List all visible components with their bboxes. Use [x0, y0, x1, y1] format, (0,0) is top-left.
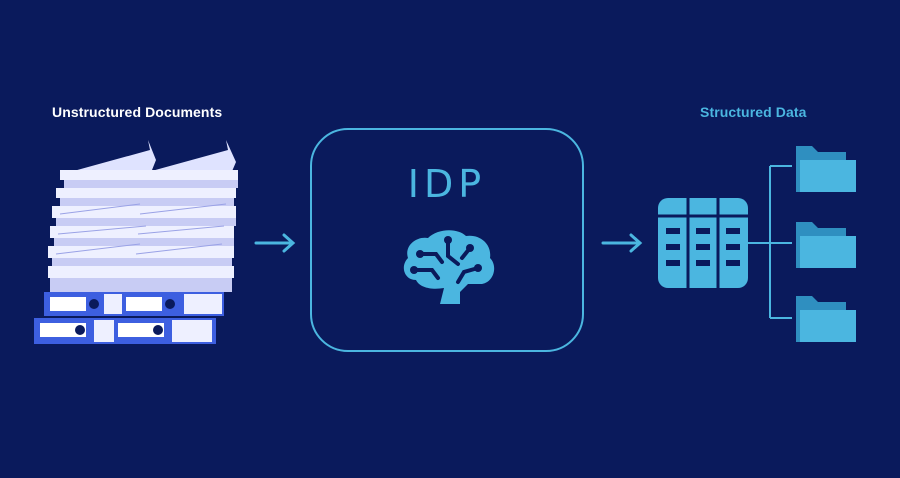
binder-icon: [44, 292, 224, 316]
unstructured-documents-label: Unstructured Documents: [52, 104, 223, 120]
folder-icon: [796, 222, 856, 268]
idp-process-box: IDP: [310, 128, 584, 352]
folder-icon: [796, 296, 856, 342]
arrow-right-icon: [601, 233, 643, 253]
arrow-right-icon: [254, 233, 296, 253]
idp-title: IDP: [407, 162, 487, 206]
connector-lines: [748, 165, 792, 319]
server-database-icon: [658, 198, 748, 288]
brain-circuit-icon: [403, 230, 495, 304]
paper-stack-icon: [48, 140, 238, 292]
structured-data-label: Structured Data: [700, 104, 807, 120]
folder-icon: [796, 146, 856, 192]
binder-icon: [34, 318, 216, 344]
